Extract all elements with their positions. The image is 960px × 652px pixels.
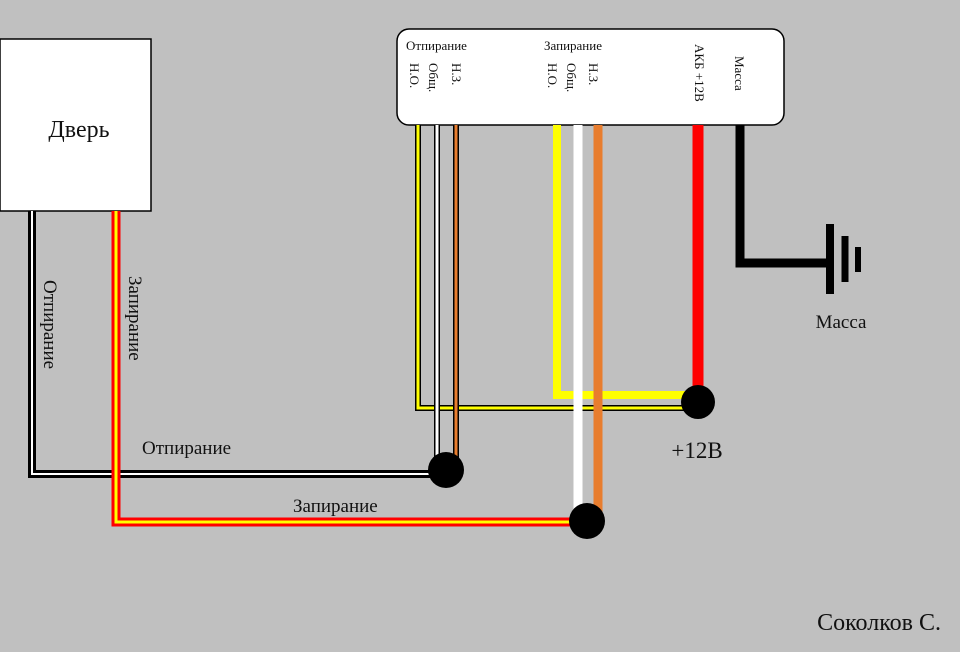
wire-label-unlock-horizontal: Отпирание (142, 438, 231, 459)
junction-lock (569, 503, 605, 539)
wire-label-lock-vertical: Запирание (124, 276, 145, 361)
door-label: Дверь (48, 117, 109, 143)
plus12-label: +12В (671, 438, 722, 463)
wire-unlock-black-outline (28, 211, 446, 478)
door-box (0, 38, 152, 212)
wire-label-unlock-vertical: Отпирание (39, 280, 60, 369)
ground-symbol (826, 224, 861, 294)
relay-module-box (396, 28, 785, 126)
wire-ground-black (735, 125, 830, 268)
wire-lock-no-yellow (553, 125, 698, 399)
pin-label-lock-common: Общ. (564, 63, 579, 92)
junction-plus12 (681, 385, 715, 419)
pin-label-ground: Масса (732, 56, 747, 91)
wire-unlock-black-stripe (31, 211, 446, 475)
pin-label-battery: АКБ +12В (692, 44, 707, 102)
pin-label-unlock-no: Н.О. (407, 63, 422, 88)
wire-lock-yellow-stripe (114, 211, 587, 524)
ground-label: Масса (816, 312, 867, 333)
pin-label-lock-no: Н.О. (545, 63, 560, 88)
pin-label-unlock-common: Общ. (426, 63, 441, 92)
wire-unlock-no-yellow-core (416, 125, 698, 410)
pin-label-unlock-nz: Н.З. (449, 63, 464, 85)
author-signature: Соколков С. (817, 610, 941, 636)
module-group-lock-title: Запирание (544, 38, 602, 53)
junction-unlock (428, 452, 464, 488)
module-group-unlock-title: Отпирание (406, 38, 467, 53)
pin-label-lock-nz: Н.З. (586, 63, 601, 85)
wire-label-lock-horizontal: Запирание (293, 496, 378, 517)
